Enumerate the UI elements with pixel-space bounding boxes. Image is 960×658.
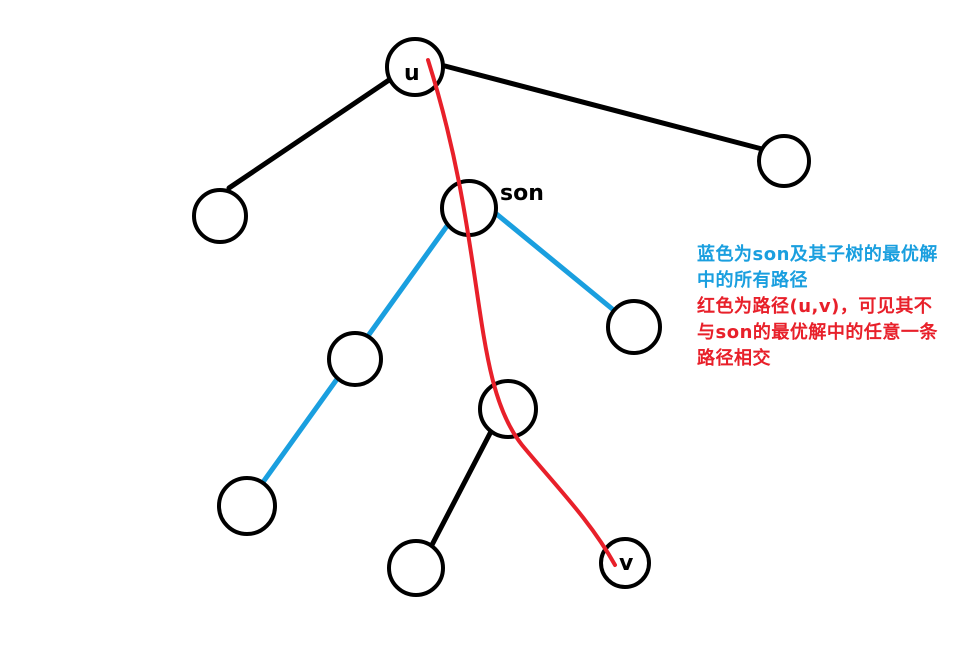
caption-blue-text: 蓝色为son及其子树的最优解中的所有路径 [697,244,938,291]
node-son [440,179,498,237]
edge-u-right [442,63,765,152]
node-mid [478,379,538,439]
node-bottom-far-left [217,476,277,536]
edge-mid-bottomleft [418,415,501,569]
node-label-u: u [404,61,420,86]
blue-path-son-right [485,204,636,329]
red-path-u-v [426,58,617,567]
node-left [192,188,248,244]
node-mid-right [606,299,662,355]
node-bottom-left [387,539,445,597]
node-mid-left [327,331,383,387]
node-right [757,134,811,188]
node-u [385,37,445,97]
node-label-son: son [500,181,544,206]
node-v [599,537,651,589]
node-label-v: v [619,551,634,576]
caption: 蓝色为son及其子树的最优解中的所有路径 红色为路径(u,v)，可见其不与son… [697,242,947,372]
edge-u-left [226,75,395,191]
caption-red-text: 红色为路径(u,v)，可见其不与son的最优解中的任意一条路径相交 [697,296,938,369]
